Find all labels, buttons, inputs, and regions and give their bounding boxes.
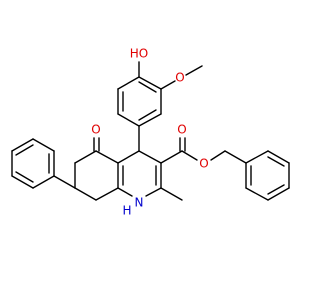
bond <box>117 150 140 164</box>
bond <box>117 76 140 90</box>
ester-oxygen-label: O <box>199 157 208 171</box>
bond <box>95 187 119 201</box>
benzyl-ring <box>224 150 290 201</box>
bond <box>160 150 183 164</box>
dihydropyridine-ring <box>117 150 162 197</box>
amine-nitrogen-label: N <box>135 196 144 210</box>
bond <box>145 187 162 197</box>
bond <box>11 138 34 152</box>
bond <box>138 81 157 93</box>
ester-carbonyl-oxygen-label: O <box>177 123 186 137</box>
bond <box>245 187 269 201</box>
bond <box>32 138 55 152</box>
structure-diagram: HO O N H <box>11 47 290 218</box>
phenol-ring <box>117 76 162 127</box>
amine-hydrogen-label: H <box>122 204 131 218</box>
bond <box>267 156 285 167</box>
bond <box>267 150 290 164</box>
bond <box>32 175 55 189</box>
bond <box>224 150 247 164</box>
bond <box>53 175 76 189</box>
bond <box>160 80 176 90</box>
bond <box>74 150 97 164</box>
bond <box>181 150 198 161</box>
molecule-canvas: HO O N H <box>11 46 290 218</box>
bond <box>117 113 140 127</box>
bond <box>15 171 34 183</box>
bond <box>117 187 133 197</box>
methoxy-oxygen-label: O <box>175 71 184 85</box>
ketone-oxygen-label: O <box>91 123 100 137</box>
bond <box>138 76 162 90</box>
hydroxyl-label: HO <box>130 47 148 61</box>
bond <box>245 150 269 164</box>
bond <box>74 187 97 201</box>
bond <box>160 187 183 201</box>
bond <box>138 150 162 164</box>
bond <box>267 184 285 195</box>
cyclohexenone-ring <box>74 150 119 201</box>
bond <box>185 65 203 76</box>
bond <box>210 150 226 161</box>
bond <box>11 175 34 189</box>
bond <box>267 187 290 201</box>
bond <box>138 109 157 121</box>
phenyl-ring-left <box>11 138 55 189</box>
bond <box>15 144 34 156</box>
bond <box>95 150 119 164</box>
bond <box>138 113 162 127</box>
